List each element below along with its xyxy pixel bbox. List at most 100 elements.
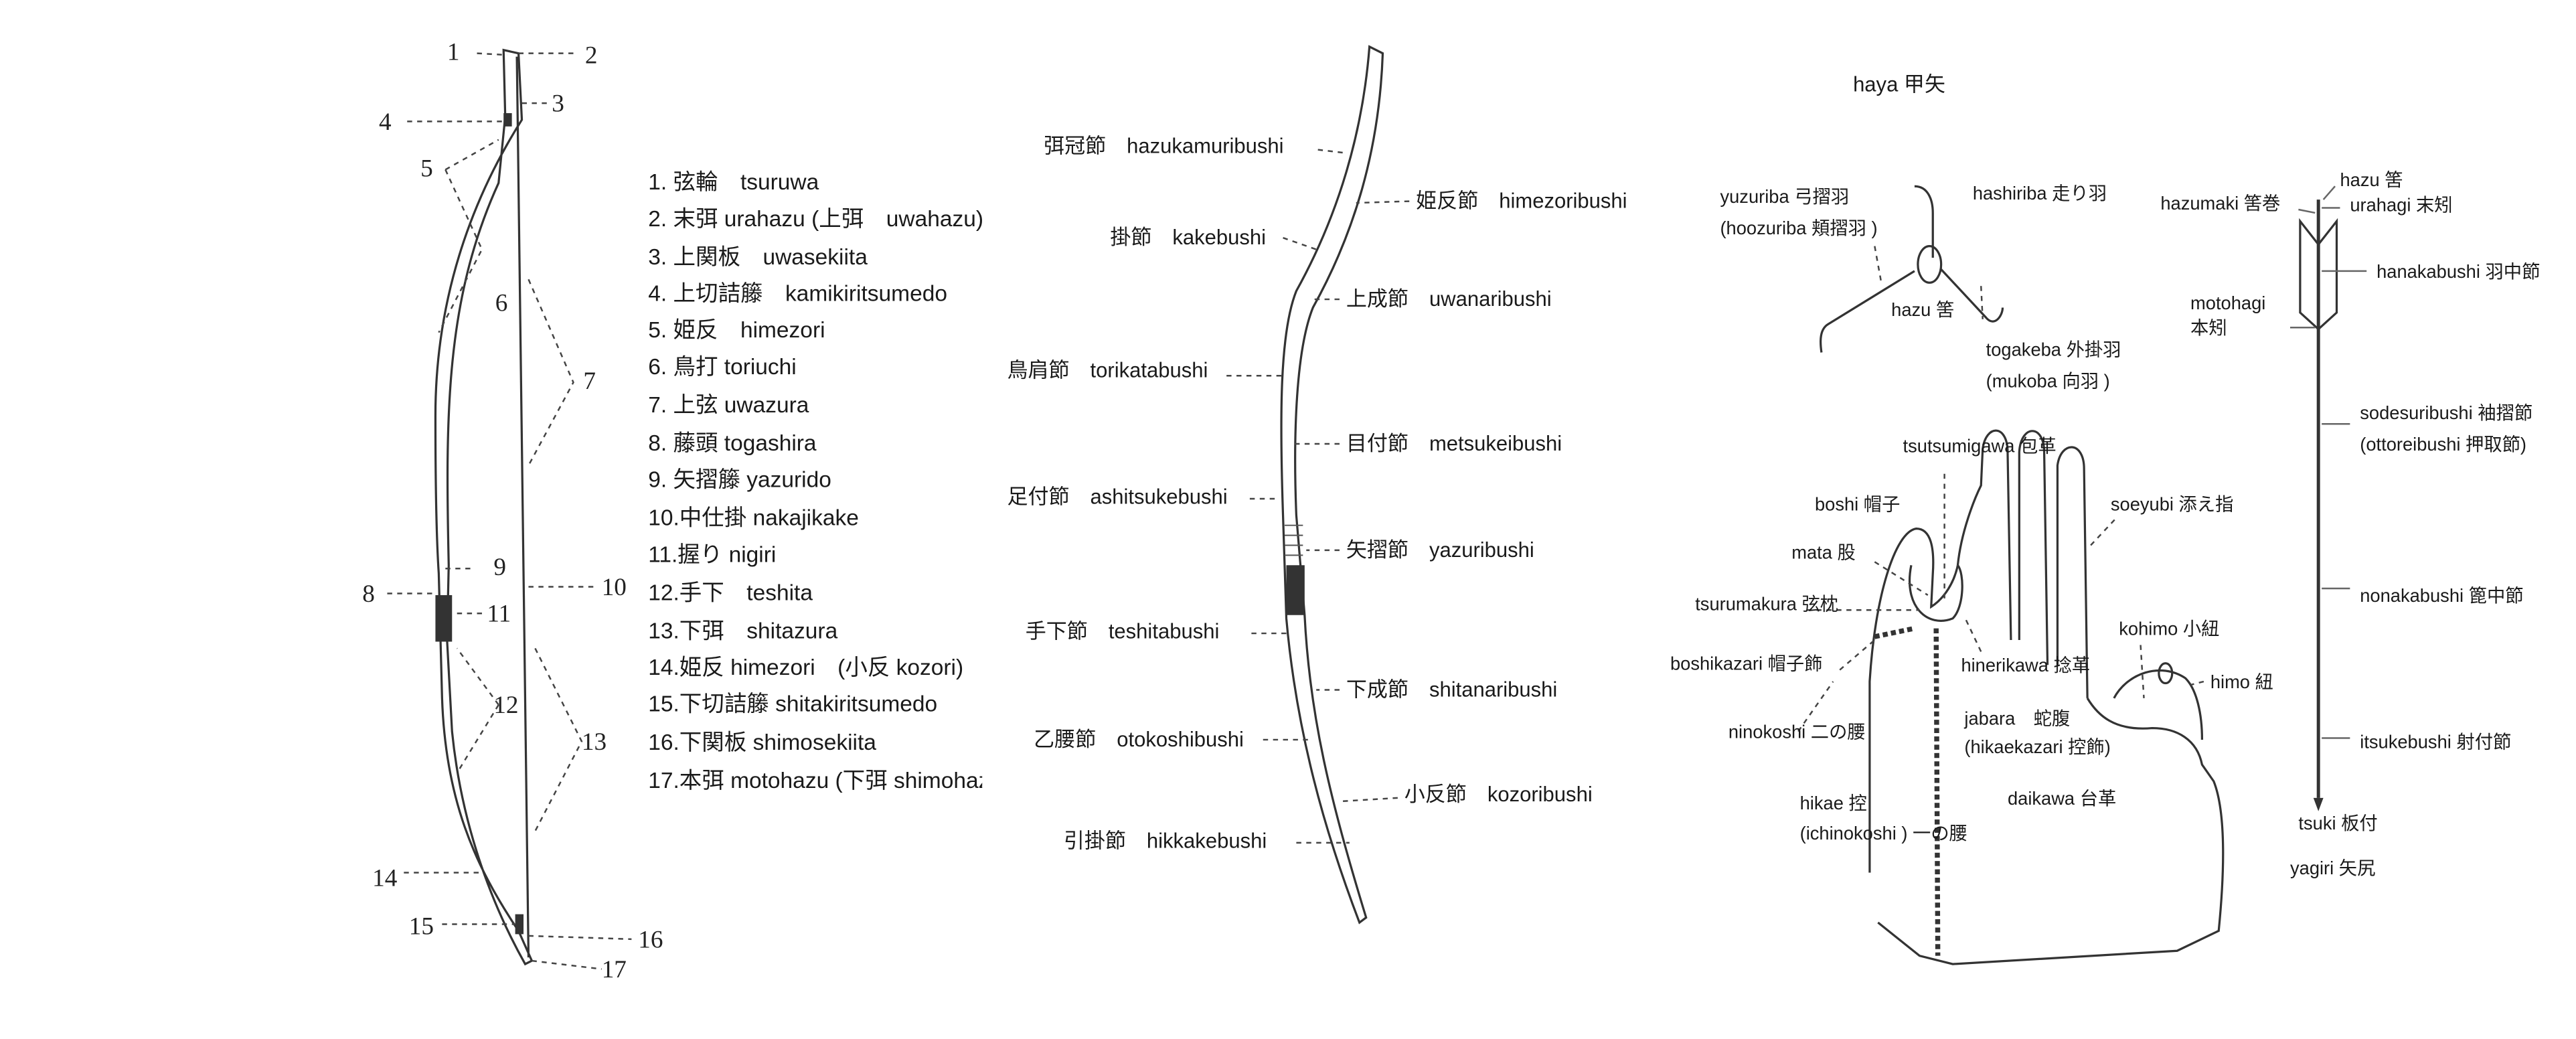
glove-label: (hikaekazari 控飾) <box>1964 736 2110 757</box>
bow-number: 9 <box>493 554 506 581</box>
joint-label: 矢摺節 yazuribushi <box>1346 538 1534 562</box>
glove-label: himo 紐 <box>2210 671 2273 692</box>
bow-grip <box>435 594 453 642</box>
arrow-part-label: yagiri 矢尻 <box>2290 858 2375 878</box>
bow-number: 1 <box>447 39 460 66</box>
bow-body <box>1280 45 1384 925</box>
joint-label: 姫反節 himezoribushi <box>1416 189 1627 213</box>
glove-thumb <box>1868 528 1959 873</box>
glove-label: boshikazari 帽子飾 <box>1670 653 1823 674</box>
bow-number: 6 <box>495 289 508 317</box>
arrow-feather-diagram: haya 甲矢 hashiriba 走り羽 yuzuriba 弓摺羽 (hooz… <box>1720 73 2121 392</box>
bow-joints-diagram: 弭冠節 hazukamuribushi 掛節 kakebushi 鳥肩節 tor… <box>1007 45 1627 925</box>
glove-label: mata 股 <box>1791 542 1856 562</box>
bow-parts-diagram: 1 2 3 4 5 6 7 8 9 10 11 12 13 14 15 16 1… <box>362 39 1010 983</box>
glove-label: hinerikawa 捻革 <box>1961 655 2090 675</box>
bow-number: 2 <box>585 42 598 70</box>
legend-item: 12.手下 teshita <box>648 580 813 605</box>
glove-palm <box>1877 698 2225 965</box>
glove-label: daikawa 台革 <box>2008 788 2116 809</box>
legend-item: 13.下弭 shitazura <box>648 619 837 644</box>
joint-label: 足付節 ashitsukebushi <box>1007 485 1227 508</box>
glove-label: hikae 控 <box>1800 793 1867 813</box>
arrow-part-label: hanakabushi 羽中節 <box>2377 261 2540 282</box>
glove-label: tsurumakura 弦枕 <box>1695 593 1838 614</box>
bow-number: 15 <box>409 912 434 940</box>
arrow-part-label: hazu 筈 <box>2340 169 2403 190</box>
arrow-part-label: itsukebushi 射付節 <box>2360 731 2511 752</box>
legend-item: 7. 上弦 uwazura <box>648 393 809 418</box>
joint-label: 弭冠節 hazukamuribushi <box>1044 135 1284 158</box>
bow-number: 4 <box>379 108 392 136</box>
legend-item: 8. 藤頭 togashira <box>648 431 817 456</box>
arrow-part-label: hazumaki 筈巻 <box>2160 193 2280 214</box>
joint-label: 下成節 shitanaribushi <box>1346 677 1557 701</box>
legend-item: 16.下関板 shimosekiita <box>648 730 876 755</box>
legend-item: 17.本弭 motohazu (下弭 shimohazu) <box>648 769 1010 793</box>
feather-label: hashiriba 走り羽 <box>1973 183 2107 204</box>
glove-label: ninokoshi 二の腰 <box>1728 721 1866 742</box>
legend-item: 2. 末弭 urahazu (上弭 uwahazu) <box>648 207 983 232</box>
legend-item: 11.握り nigiri <box>648 542 776 567</box>
glove-diagram: tsutsumigawa 包革 boshi 帽子 soeyubi 添え指 mat… <box>1670 429 2273 965</box>
legend-item: 14.姫反 himezori (小反 kozori) <box>648 655 963 680</box>
bow-body <box>434 48 534 966</box>
boshi-ornament <box>1874 625 1915 639</box>
bow-number: 17 <box>602 956 627 983</box>
legend-item: 5. 姫反 himezori <box>648 318 825 343</box>
bow-number: 7 <box>583 368 596 395</box>
joint-label: 鳥肩節 torikatabushi <box>1007 359 1208 382</box>
arrow-parts-diagram: hazu 筈 hazumaki 筈巻 urahagi 末矧 hanakabush… <box>2160 169 2540 878</box>
bow-number: 11 <box>487 601 511 628</box>
legend-item: 3. 上関板 uwasekiita <box>648 245 868 270</box>
bow-number: 5 <box>420 155 433 182</box>
arrowhead <box>2313 797 2324 811</box>
glove-strap <box>2113 669 2204 740</box>
jabara-seam <box>1933 628 1941 956</box>
joint-label: 小反節 kozoribushi <box>1404 783 1593 806</box>
glove-label: tsutsumigawa 包革 <box>1903 435 2057 456</box>
joint-label: 乙腰節 otokoshibushi <box>1034 728 1244 751</box>
legend-item: 10.中仕掛 nakajikake <box>648 506 859 531</box>
arrow-part-label: sodesuribushi 袖摺節 <box>2360 402 2532 423</box>
bow-number: 12 <box>493 692 518 719</box>
joint-label: 掛節 kakebushi <box>1110 226 1266 249</box>
arrow-part-label: (ottoreibushi 押取節) <box>2360 434 2526 455</box>
bow-number: 13 <box>582 728 607 756</box>
legend-item: 6. 鳥打 toriuchi <box>648 355 797 380</box>
feather-label: yuzuriba 弓摺羽 <box>1720 186 1849 207</box>
bow-grip <box>1286 565 1305 615</box>
glove-label: kohimo 小紐 <box>2119 619 2219 639</box>
feather-label: (hoozuriba 頬摺羽 ) <box>1720 218 1877 238</box>
glove-label: jabara 蛇腹 <box>1963 708 2070 729</box>
joint-label: 目付節 metsukeibushi <box>1346 432 1562 455</box>
bow-parts-legend: 1. 弦輪 tsuruwa 2. 末弭 urahazu (上弭 uwahazu)… <box>648 170 1010 793</box>
glove-label: boshi 帽子 <box>1815 493 1900 514</box>
lower-binding <box>515 914 524 935</box>
arrow-part-label: motohagi <box>2190 293 2265 313</box>
arrow-part-label: urahagi 末矧 <box>2350 194 2452 215</box>
bow-number: 10 <box>602 574 627 601</box>
bow-number: 3 <box>552 90 564 118</box>
legend-item: 15.下切詰籐 shitakiritsumedo <box>648 692 937 717</box>
glove-label: (ichinokoshi ) 一の腰 <box>1800 823 1967 844</box>
joint-label: 引掛節 hikkakebushi <box>1064 829 1267 852</box>
feather-label: togakeba 外掛羽 <box>1986 339 2121 359</box>
glove-fingers <box>1956 429 2089 698</box>
arrow-fletching <box>2299 218 2338 331</box>
joint-label: 手下節 teshitabushi <box>1026 620 1220 643</box>
arrow-part-label: nonakabushi 篦中節 <box>2360 585 2523 606</box>
arrow-title: haya 甲矢 <box>1853 73 1945 96</box>
legend-item: 1. 弦輪 tsuruwa <box>648 170 819 195</box>
legend-item: 4. 上切詰籐 kamikiritsumedo <box>648 282 947 307</box>
bow-string <box>515 56 530 958</box>
arrow-part-label: tsuki 板付 <box>2298 813 2377 833</box>
glove-label: soeyubi 添え指 <box>2111 493 2234 514</box>
legend-item: 9. 矢摺籐 yazurido <box>648 468 831 493</box>
arrow-part-label: 本矧 <box>2190 317 2227 338</box>
string-groove <box>1908 564 1963 622</box>
upper-binding <box>503 113 512 127</box>
feather-label: (mukoba 向羽 ) <box>1986 371 2110 392</box>
bow-number: 16 <box>638 926 663 953</box>
